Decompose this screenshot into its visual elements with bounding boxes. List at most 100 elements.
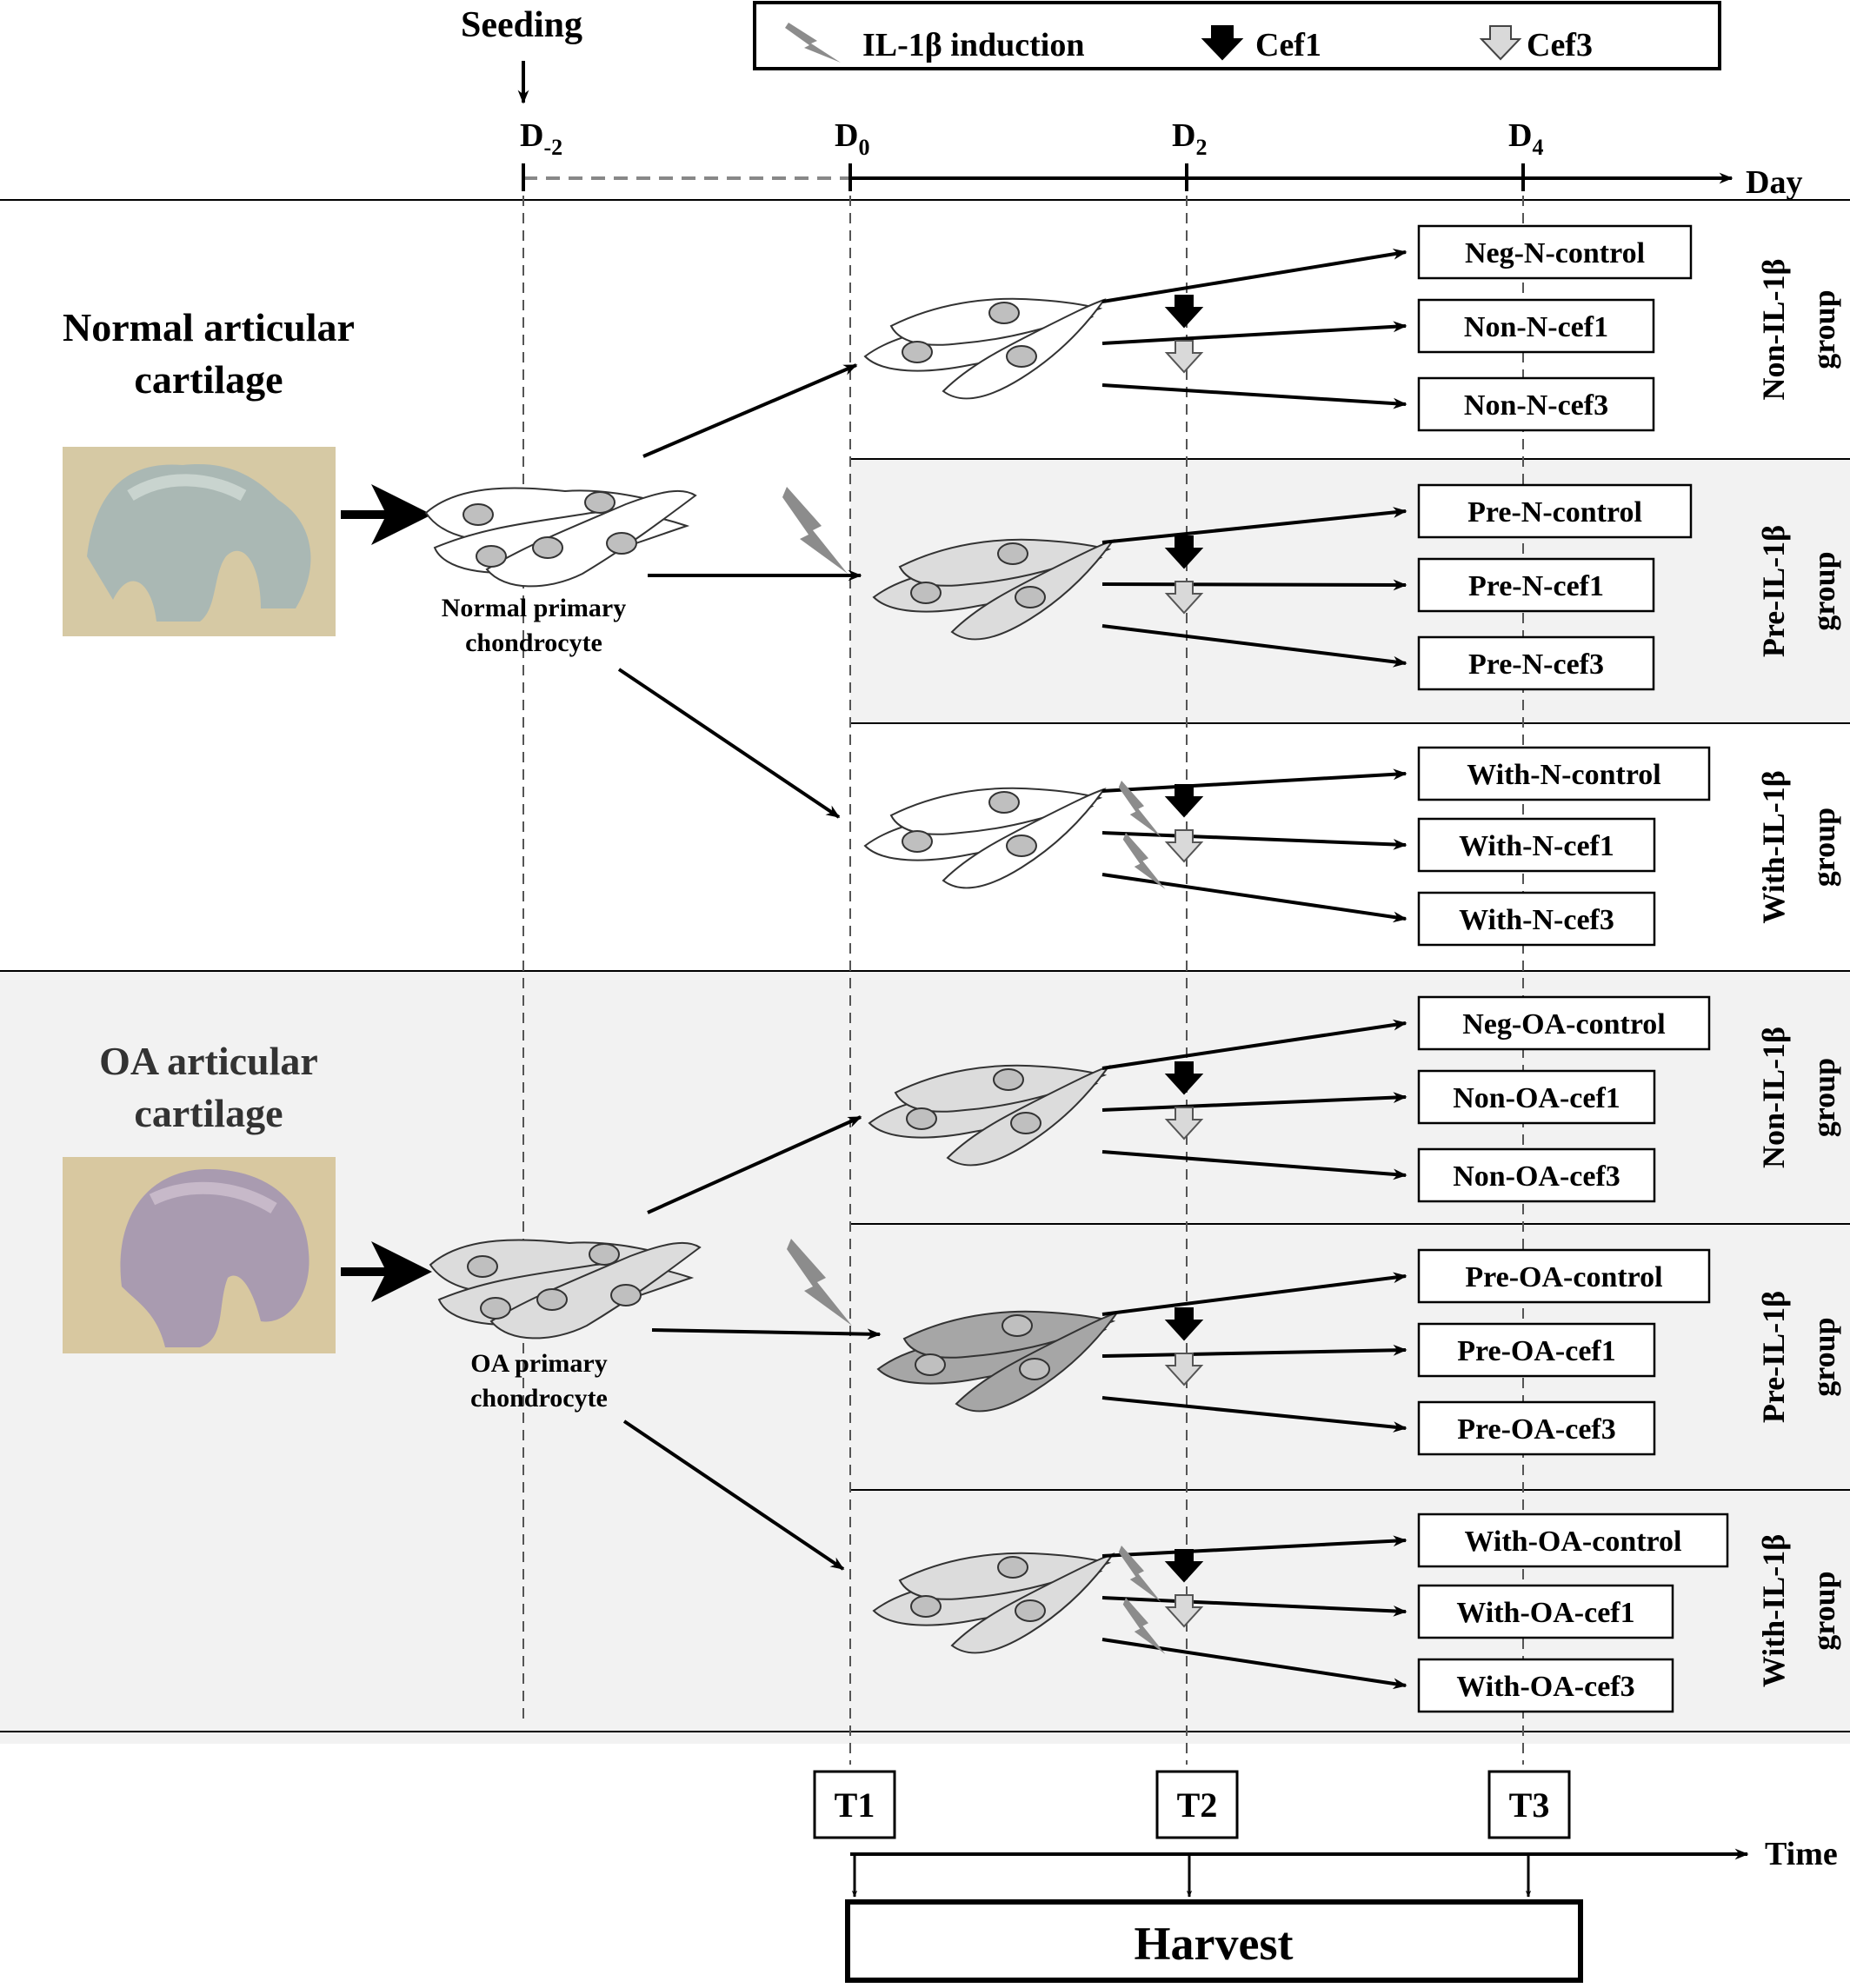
legend-cef3-label: Cef3	[1527, 27, 1593, 63]
output-label-5-2: Pre-OA-cef1	[1457, 1335, 1615, 1367]
oa-primary-cells-nucleus-3	[536, 1288, 568, 1311]
group-2-output-arrow-1	[1101, 507, 1407, 544]
output-box-5-1	[1417, 1248, 1711, 1304]
group-2-cef3-arrow-icon	[1164, 581, 1204, 615]
groups-layer: Neg-N-controlNon-N-cef1Non-N-cef3Non-IL-…	[1417, 224, 1841, 1713]
cells-layer	[424, 297, 1120, 1654]
group-2-cells-nucleus-3	[1015, 586, 1046, 608]
oa-primary-cells-cell-3	[489, 1241, 702, 1340]
treatment-group-5: Pre-OA-controlPre-OA-cef1Pre-OA-cef3Pre-…	[1417, 1248, 1841, 1456]
group-1-output-arrow-3	[1101, 383, 1407, 409]
output-box-1-3	[1417, 376, 1655, 432]
oa-primary-cells-nucleus-4	[610, 1284, 642, 1306]
day-label-d4: D4	[1508, 117, 1543, 160]
group-3-source-arrow	[617, 668, 841, 819]
group-3-with-il1b-bolt-icon-1	[1118, 781, 1161, 837]
group-2-output-arrow-2	[1101, 579, 1407, 591]
oa-primary-cells-nucleus-2	[589, 1243, 620, 1266]
treatment-group-2: Pre-N-controlPre-N-cef1Pre-N-cef3Pre-IL-…	[1417, 483, 1841, 691]
output-box-5-3	[1417, 1400, 1656, 1456]
normal-primary-cells-nucleus-4	[606, 532, 637, 555]
group-2-cells-nucleus-2	[997, 542, 1028, 565]
oa-cartilage-photo	[63, 1157, 336, 1353]
group-5-cells-nucleus-2	[1002, 1314, 1033, 1337]
oa-primary-cell-label-line2: chondrocyte	[470, 1384, 608, 1413]
oa-primary-cell-label-line1: OA primary	[470, 1349, 608, 1378]
output-box-5-2	[1417, 1322, 1656, 1378]
output-label-1-2: Non-N-cef1	[1464, 311, 1608, 343]
group-4-source-arrow	[647, 1115, 862, 1214]
output-box-3-3	[1417, 891, 1656, 947]
legend-cef1-label: Cef1	[1255, 27, 1321, 63]
timepoint-t3-label: T3	[1509, 1785, 1550, 1825]
group-5-cells	[876, 1310, 1120, 1413]
normal-primary-cells-cell-3	[485, 489, 697, 588]
output-box-2-3	[1417, 635, 1655, 691]
group-4-cells-nucleus-2	[993, 1068, 1024, 1091]
output-box-1-1	[1417, 224, 1693, 280]
day-gridlines	[522, 178, 1524, 1765]
timepoint-t2-label: T2	[1177, 1785, 1218, 1825]
oa-primary-cells-nucleus-1	[467, 1255, 498, 1278]
group-6-with-il1b-bolt-icon-2	[1122, 1598, 1166, 1654]
group-1-output-arrow-2	[1101, 321, 1407, 345]
output-label-3-2: With-N-cef1	[1459, 830, 1614, 862]
output-box-4-1	[1417, 995, 1711, 1051]
group-1-cells	[863, 297, 1107, 400]
group-1-cells-nucleus-2	[988, 302, 1020, 324]
oa-source-title-line1: OA articular	[99, 1039, 318, 1083]
treatment-group-4: Neg-OA-controlNon-OA-cef1Non-OA-cef3Non-…	[1417, 995, 1841, 1203]
group-6-cells-nucleus-2	[997, 1556, 1028, 1579]
output-label-1-1: Neg-N-control	[1465, 237, 1645, 269]
output-box-4-3	[1417, 1147, 1656, 1203]
group-6-source-arrow	[622, 1420, 845, 1571]
time-axis-label: Time	[1765, 1836, 1838, 1872]
legend-il1b-label: IL-1β induction	[862, 27, 1084, 63]
output-label-6-1: With-OA-control	[1465, 1526, 1682, 1558]
output-label-2-1: Pre-N-control	[1467, 496, 1642, 529]
legend-box	[753, 1, 1721, 70]
group-2-cells-nucleus-1	[910, 582, 942, 604]
group-3-cells	[863, 787, 1107, 889]
output-label-6-2: With-OA-cef1	[1456, 1597, 1634, 1629]
normal-source-title-line2: cartilage	[134, 357, 283, 402]
oa-source-title-line2: cartilage	[134, 1091, 283, 1135]
group-6-cef3-arrow-icon	[1164, 1594, 1204, 1628]
day-label-d2: D2	[1172, 117, 1207, 160]
group-4-cells-nucleus-3	[1010, 1112, 1041, 1134]
normal-primary-cells-nucleus-1	[462, 503, 494, 526]
group-4-output-arrow-1	[1101, 1019, 1407, 1070]
output-label-2-3: Pre-N-cef3	[1468, 648, 1604, 681]
output-label-3-3: With-N-cef3	[1459, 904, 1614, 936]
timepoint-t2-box	[1155, 1770, 1239, 1839]
group-1-cells-nucleus-3	[1006, 345, 1037, 368]
group-4-cells-nucleus-1	[906, 1107, 937, 1130]
legend-cef3-arrow-icon	[1479, 25, 1522, 61]
group-5-cef1-arrow-icon	[1164, 1307, 1204, 1341]
output-label-4-3: Non-OA-cef3	[1453, 1160, 1620, 1193]
output-box-2-1	[1417, 483, 1693, 539]
normal-cartilage-photo	[63, 447, 336, 636]
group-4-cef1-arrow-icon	[1164, 1061, 1204, 1095]
group-1-source-arrow	[642, 363, 858, 458]
normal-primary-cell-label-line2: chondrocyte	[465, 628, 602, 657]
group-1-output-arrow-1	[1101, 249, 1407, 303]
group-5-source-arrow	[651, 1328, 882, 1340]
group-5-output-arrow-3	[1101, 1396, 1407, 1433]
separators	[0, 199, 1850, 1732]
normal-primary-cells-nucleus-5	[476, 545, 507, 568]
group-6-cef1-arrow-icon	[1164, 1549, 1204, 1583]
time-axis: Time T1 T2 T3 Harvest	[813, 1770, 1838, 1983]
output-box-6-1	[1417, 1513, 1729, 1568]
group-1-cef1-arrow-icon	[1164, 295, 1204, 329]
output-label-4-1: Neg-OA-control	[1462, 1008, 1666, 1041]
group-3-output-arrow-3	[1101, 873, 1407, 923]
group-5-cells-nucleus-3	[1019, 1358, 1050, 1380]
group-6-output-arrow-1	[1101, 1535, 1407, 1558]
group-6-with-il1b-bolt-icon-1	[1118, 1546, 1161, 1602]
group-1-cef3-arrow-icon	[1164, 340, 1204, 374]
output-label-2-2: Pre-N-cef1	[1468, 570, 1604, 602]
